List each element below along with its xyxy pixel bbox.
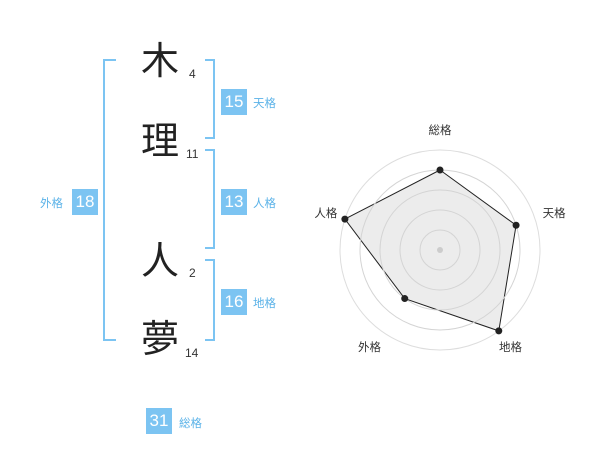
tenkaku-bracket [205,59,215,139]
radar-grid-ring-inner [419,229,461,271]
radar-grid-ring-inner [379,189,501,311]
stroke-count-4: 14 [185,346,199,360]
stroke-count-2: 11 [186,147,199,161]
stroke-count-3: 2 [189,266,196,280]
tenkaku-label: 天格 [253,96,276,110]
radar-point-3 [495,327,503,335]
radar-axis-label-4: 外格 [358,340,381,354]
radar-point-5 [341,215,349,223]
tenkaku-value: 15 [221,89,247,115]
radar-center-dot [437,247,443,253]
soukaku-label: 総格 [179,416,202,430]
radar-data-polygon [344,169,517,332]
radar-point-2 [512,221,520,229]
radar-axis-label-3: 地格 [499,340,522,354]
gaikaku-label: 外格 [40,196,63,210]
radar-point-1 [436,166,444,174]
radar-axis-label-5: 人格 [314,206,337,220]
gaikaku-value: 18 [72,189,98,215]
name-char-1: 木 [140,39,179,83]
radar-point-4 [401,295,409,303]
stroke-count-1: 4 [189,67,196,81]
jinkaku-value: 13 [221,189,247,215]
chikaku-bracket [205,259,215,341]
chikaku-value: 16 [221,289,247,315]
jinkaku-label: 人格 [253,196,276,210]
soukaku-value: 31 [146,408,172,434]
radar-axis-label-2: 天格 [543,206,566,220]
radar-axis-label-1: 総格 [429,123,452,137]
radar-grid-ring-inner [399,209,481,291]
chikaku-label: 地格 [253,296,276,310]
gaikaku-bracket [103,59,116,341]
name-char-3: 人 [140,239,179,283]
jinkaku-bracket [205,149,215,249]
name-char-4: 夢 [140,317,179,361]
name-char-2: 理 [140,119,179,163]
